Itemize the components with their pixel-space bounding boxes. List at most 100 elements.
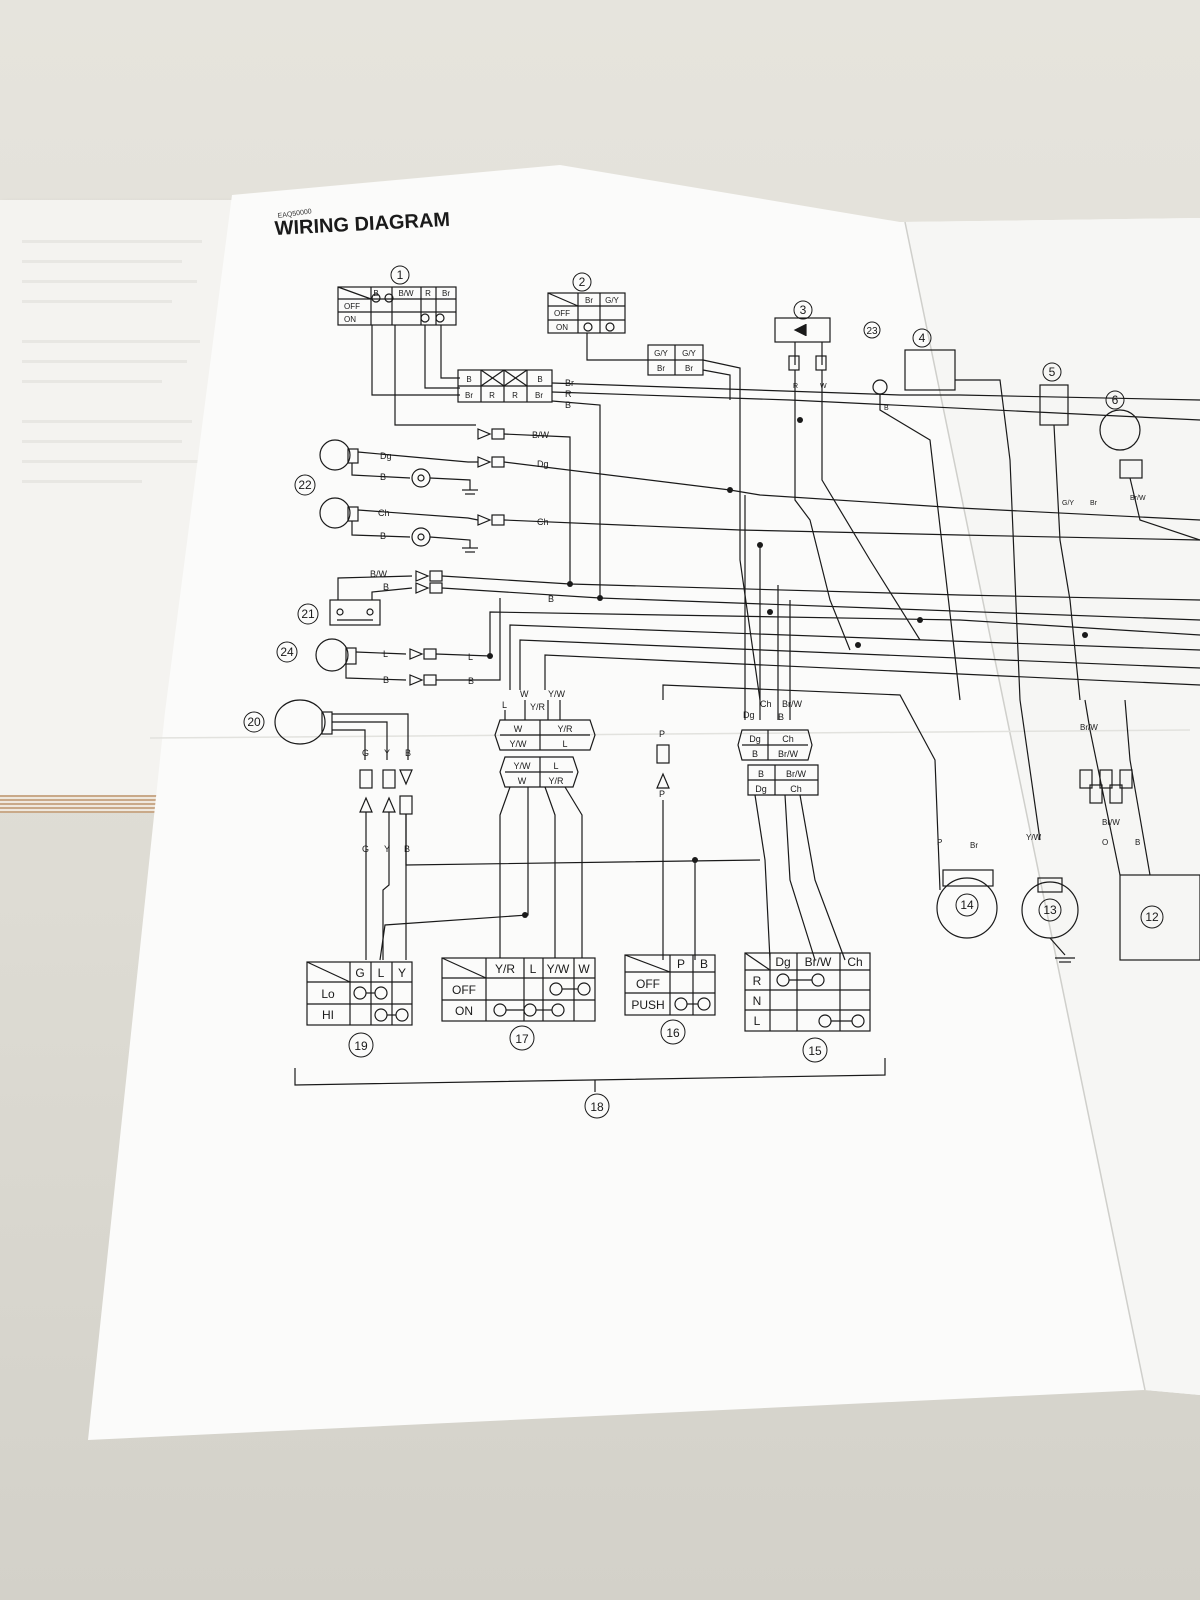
wire-label-br-2: Br (970, 841, 978, 850)
callout-16: 16 (666, 1026, 680, 1040)
wire-label-b-3: B (383, 582, 389, 592)
switch-1-table (337, 286, 457, 326)
callout-13: 13 (1043, 903, 1057, 917)
c15l-1: B (758, 769, 764, 779)
fold-line (904, 221, 1146, 1391)
wire-label-b-11: B (1135, 838, 1140, 847)
sw16-row-off: OFF (636, 977, 660, 991)
sw19-row-hi: HI (322, 1008, 334, 1022)
connector-17-upper (494, 719, 596, 751)
connector-15-lower (747, 764, 819, 796)
wire-label-l-1: L (383, 649, 388, 659)
c15u-4: Br/W (778, 749, 799, 759)
wire-label-brw-3: Br/W (1080, 723, 1098, 732)
wire-label-gy-1: G/Y (1062, 500, 1074, 507)
sw17-row-off: OFF (452, 983, 476, 997)
sw1-h-bw: B/W (398, 289, 414, 298)
wire-label-ch-3: Ch (760, 699, 772, 709)
callout-21: 21 (301, 607, 315, 621)
c15l-3: Dg (755, 784, 767, 794)
wire-label-b-10: B (884, 405, 889, 412)
callout-20: 20 (247, 715, 261, 729)
callout-17: 17 (515, 1032, 529, 1046)
wire-label-g-1: G (362, 748, 369, 758)
wire-label-brw-4: Br/W (1102, 818, 1120, 827)
c17u-1: W (514, 724, 523, 734)
sw15-h-dg: Dg (775, 955, 790, 969)
wire-label-p-1: P (659, 729, 665, 739)
lamp-22-lower (319, 497, 351, 529)
sw2-h-br: Br (585, 296, 593, 305)
indicator-21 (329, 599, 381, 626)
wire-label-b-1: B (380, 472, 386, 482)
callout-3: 3 (800, 303, 807, 317)
wire-label-br-1: Br (1090, 500, 1098, 507)
page-edges (0, 795, 160, 813)
sw17-row-on: ON (455, 1004, 473, 1018)
wire-label-p-3: P (937, 838, 942, 847)
wire-label-yr-1: Y/R (530, 702, 546, 712)
callout-4: 4 (919, 331, 926, 345)
wire-label-dg-1: Dg (380, 451, 392, 461)
right-panel-shade (905, 218, 1200, 1395)
bus-label-br: Br (565, 378, 574, 388)
callout-22: 22 (298, 478, 312, 492)
lamp-22-upper (319, 439, 351, 471)
wire-label-b-4: B (548, 594, 554, 604)
c17l-2: L (553, 761, 558, 771)
main-conn-bot-4: Br (535, 391, 543, 400)
c17u-2: Y/R (557, 724, 573, 734)
sw19-row-lo: Lo (321, 987, 335, 1001)
sw1-row-on: ON (344, 315, 356, 324)
wire-label-y-2: Y (384, 844, 390, 854)
c17l-4: Y/R (548, 776, 564, 786)
sw2-row-on: ON (556, 323, 568, 332)
conn-gy-top-1: G/Y (654, 349, 668, 358)
c17l-3: W (518, 776, 527, 786)
wire-label-ch-2: Ch (537, 517, 549, 527)
battery-6 (1099, 409, 1141, 451)
sw17-h-l: L (530, 962, 537, 976)
wire-label-b-6: B (468, 676, 474, 686)
wire-label-b-9: B (404, 844, 410, 854)
wire-label-b-7: B (778, 712, 784, 722)
callout-19: 19 (354, 1039, 368, 1053)
callout-15: 15 (808, 1044, 822, 1058)
sw17-h-w: W (578, 962, 590, 976)
wire-label-w-2: W (820, 383, 827, 390)
wire-label-dg-2: Dg (537, 459, 549, 469)
c15l-2: Br/W (786, 769, 807, 779)
sw15-row-r: R (753, 974, 762, 988)
sw15-row-n: N (753, 994, 762, 1008)
callout-23: 23 (866, 326, 878, 337)
document-code: EAQ50000 (277, 208, 312, 220)
lamp-24 (315, 638, 349, 672)
sw1-row-off: OFF (344, 302, 360, 311)
conn-gy-bot-2: Br (685, 364, 693, 373)
c15l-4: Ch (790, 784, 802, 794)
callout-2: 2 (579, 275, 586, 289)
sw19-h-y: Y (398, 966, 406, 980)
wire-label-brw-2: Br/W (1130, 495, 1146, 502)
headlight-20 (274, 699, 326, 745)
wire-label-dg-3: Dg (743, 710, 755, 720)
wire-label-yw-2: Y/W (1026, 833, 1042, 842)
diagram-sheet (88, 165, 1200, 1440)
sw16-row-push: PUSH (631, 998, 664, 1012)
sw19-h-l: L (378, 966, 385, 980)
wire-label-bw-2: B/W (370, 569, 388, 579)
fold-crease (149, 729, 1191, 739)
sw17-h-yr: Y/R (495, 962, 515, 976)
c15u-3: B (752, 749, 758, 759)
callout-12: 12 (1145, 910, 1159, 924)
sw1-h-br: Br (442, 289, 450, 298)
switch-19-table (306, 961, 413, 1026)
connector-17-lower (499, 756, 579, 788)
callout-14: 14 (960, 898, 974, 912)
callout-18: 18 (590, 1100, 604, 1114)
bracket-18 (294, 1058, 886, 1086)
unit-12 (1119, 874, 1200, 961)
sw19-h-g: G (355, 966, 364, 980)
sw15-h-ch: Ch (847, 955, 862, 969)
